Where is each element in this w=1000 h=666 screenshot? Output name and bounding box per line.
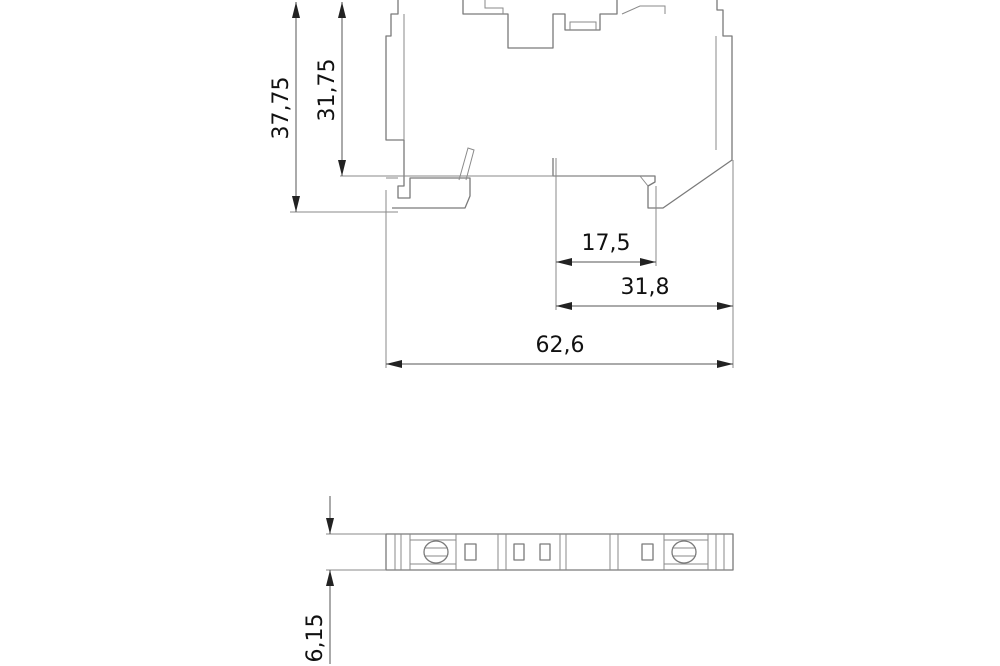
test-socket-left <box>464 543 477 561</box>
side-view-outline <box>385 0 733 209</box>
bridge-slot-right <box>539 543 551 561</box>
dimension-inner-height: 31,75 <box>315 2 346 176</box>
side-view-inner-detail <box>386 0 717 187</box>
label-overall-width: 62,6 <box>536 333 585 358</box>
test-socket-right <box>641 543 654 561</box>
label-mid-width: 31,8 <box>621 275 670 300</box>
dimension-overall-height: 37,75 <box>269 2 398 213</box>
top-view-dividers <box>394 534 725 570</box>
screw-left <box>423 540 449 564</box>
side-view <box>340 0 733 209</box>
dimension-overall-width: 62,6 <box>386 333 733 368</box>
label-rail-offset: 17,5 <box>582 231 631 256</box>
dimension-mid-width: 31,8 <box>556 275 733 310</box>
screw-right <box>671 540 697 564</box>
label-thickness: 6,15 <box>303 614 328 663</box>
dimension-rail-offset: 17,5 <box>556 231 656 266</box>
bridge-slot-left <box>513 543 525 561</box>
top-view <box>385 533 734 571</box>
dimension-thickness: 6,15 <box>303 496 386 664</box>
label-inner-height: 31,75 <box>315 59 340 122</box>
label-overall-height: 37,75 <box>269 77 294 140</box>
